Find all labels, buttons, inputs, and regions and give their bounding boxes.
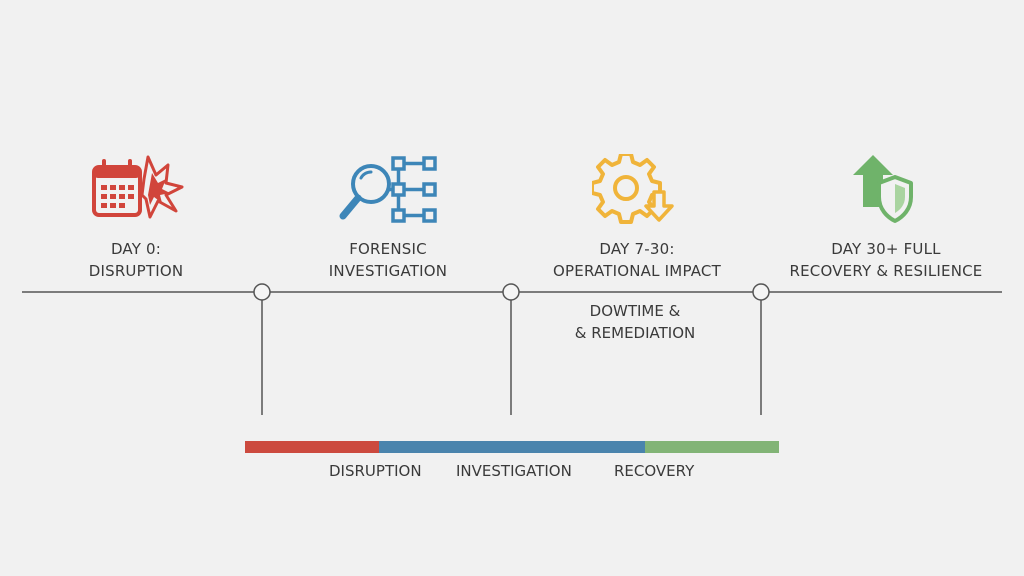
milestone-label: FORENSIC INVESTIGATION (328, 240, 448, 280)
phase-bar-disruption (245, 441, 379, 453)
milestone-label: DAY 7-30: OPERATIONAL IMPACT (553, 240, 721, 280)
milestone-forensic: FORENSIC INVESTIGATION (273, 150, 503, 282)
calendar-burst-icon (86, 150, 186, 230)
timeline-node-2 (502, 283, 520, 301)
phase-label-disruption: DISRUPTION (329, 462, 422, 480)
downtime-note: DOWTIME & & REMEDIATION (574, 302, 696, 342)
timeline-node-1 (253, 283, 271, 301)
timeline-node-3 (752, 283, 770, 301)
gear-download-icon (592, 150, 682, 230)
milestone-label: DAY 30+ FULL RECOVERY & RESILIENCE (789, 240, 983, 280)
phase-bar-recovery (645, 441, 779, 453)
milestone-day-0: DAY 0: DISRUPTION (21, 150, 251, 282)
milestone-label: DAY 0: DISRUPTION (88, 240, 184, 280)
magnifier-network-icon (333, 150, 443, 230)
arrow-shield-icon (851, 150, 921, 230)
phase-label-investigation: INVESTIGATION (456, 462, 572, 480)
phase-label-recovery: RECOVERY (614, 462, 695, 480)
phase-bar-investigation (379, 441, 645, 453)
milestone-day-30-plus: DAY 30+ FULL RECOVERY & RESILIENCE (771, 150, 1001, 282)
milestone-day-7-30: DAY 7-30: OPERATIONAL IMPACT (522, 150, 752, 282)
